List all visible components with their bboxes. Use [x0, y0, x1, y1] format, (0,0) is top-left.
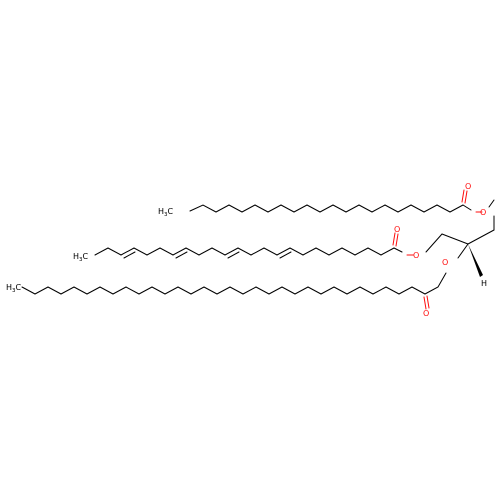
glycerol-c3-o-bond	[425, 233, 443, 253]
glycerol-backbone	[425, 215, 495, 277]
oxygen-label-bottom-ester: O	[442, 258, 448, 267]
oxygen-label-middle-ester: O	[413, 251, 419, 260]
hydrogen-label-stereocenter: H	[481, 279, 487, 288]
atom-labels: H3C H3C H3C O O O O O O H	[6, 182, 487, 318]
middle-chain-bonds	[94, 247, 403, 256]
double-bond-2	[175, 251, 188, 259]
glycerol-c2-c3-bond	[441, 233, 469, 245]
glycerol-c2-o-bond	[457, 243, 469, 259]
bottom-carbonyl-bond-a	[423, 296, 427, 310]
oxygen-label-top-ester: O	[480, 208, 486, 217]
top-acyl-chain	[189, 189, 495, 213]
oxygen-label-bottom-carbonyl: O	[423, 309, 429, 318]
oxygen-label-top-carbonyl: O	[465, 182, 471, 191]
glycerol-top-o-bond	[488, 199, 495, 208]
stereo-wedge-bond	[468, 244, 483, 277]
methyl-label-bottom: H3C	[6, 283, 22, 294]
top-carbonyl-bond-b	[461, 189, 465, 203]
glycerol-c1-c2-bond	[467, 229, 495, 245]
methyl-label-middle: H3C	[73, 252, 89, 263]
middle-carbonyl-bond-b	[392, 232, 396, 246]
bottom-carbonyl-bond-b	[426, 295, 430, 309]
double-bond-3	[227, 251, 240, 259]
bottom-acyl-chain	[21, 272, 447, 310]
top-carbonyl-bond-a	[464, 190, 468, 204]
double-bond-1	[123, 251, 136, 259]
top-chain-bonds	[189, 204, 464, 213]
methyl-label-top: H3C	[158, 207, 174, 218]
middle-carbonyl-bond-a	[395, 233, 399, 247]
middle-acyl-chain	[94, 232, 414, 259]
double-bond-4	[279, 251, 292, 259]
bottom-chain-bonds	[21, 272, 447, 295]
top-ester-bond	[462, 204, 472, 211]
oxygen-label-middle-carbonyl: O	[394, 225, 400, 234]
